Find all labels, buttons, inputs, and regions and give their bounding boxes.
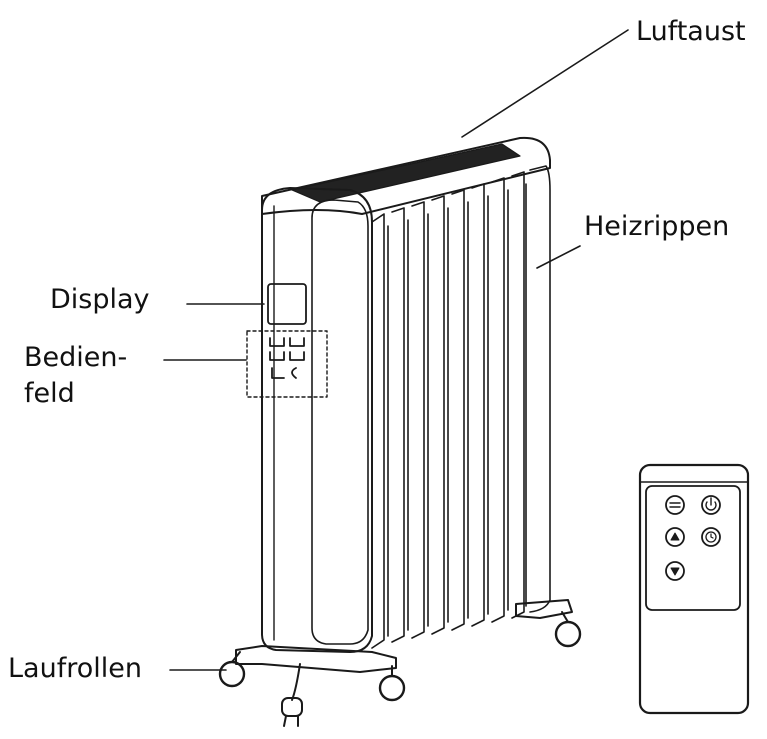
wheel-front-right <box>378 674 406 702</box>
front-panel-inner <box>311 199 369 645</box>
label-laufrollen: Laufrollen <box>8 653 142 684</box>
up-arrow-icon <box>665 527 685 547</box>
down-arrow-icon <box>665 561 685 581</box>
remote-body <box>638 463 750 715</box>
control-panel-box <box>246 330 328 398</box>
power-plug <box>281 663 303 727</box>
leader-lines <box>163 29 629 671</box>
heater-top <box>261 136 551 215</box>
heating-fins <box>371 165 551 649</box>
leader-luftaustritt <box>461 29 629 138</box>
heater <box>218 136 582 727</box>
label-heizrippen: Heizrippen <box>584 211 730 242</box>
wheel-front-left <box>218 660 246 688</box>
front-panel-outer <box>261 187 373 653</box>
wheel-rear-right <box>554 620 582 648</box>
leader-heizrippen <box>536 245 581 269</box>
timer-icon <box>701 527 721 547</box>
label-bedienfeld-line1: Bedien- <box>24 342 128 373</box>
rear-foot <box>515 599 573 619</box>
label-luftaustritt: Luftaust <box>636 16 746 47</box>
base-bar <box>235 645 397 673</box>
remote-button-panel <box>645 485 741 611</box>
remote-control <box>638 463 750 715</box>
display-screen <box>267 283 307 325</box>
mode-icon <box>665 495 685 515</box>
label-bedienfeld-line2: feld <box>24 378 75 409</box>
caster-wheels <box>218 599 582 702</box>
power-icon <box>701 495 721 515</box>
control-buttons <box>269 337 305 379</box>
label-display: Display <box>50 284 150 315</box>
air-outlet-grille <box>291 143 521 203</box>
